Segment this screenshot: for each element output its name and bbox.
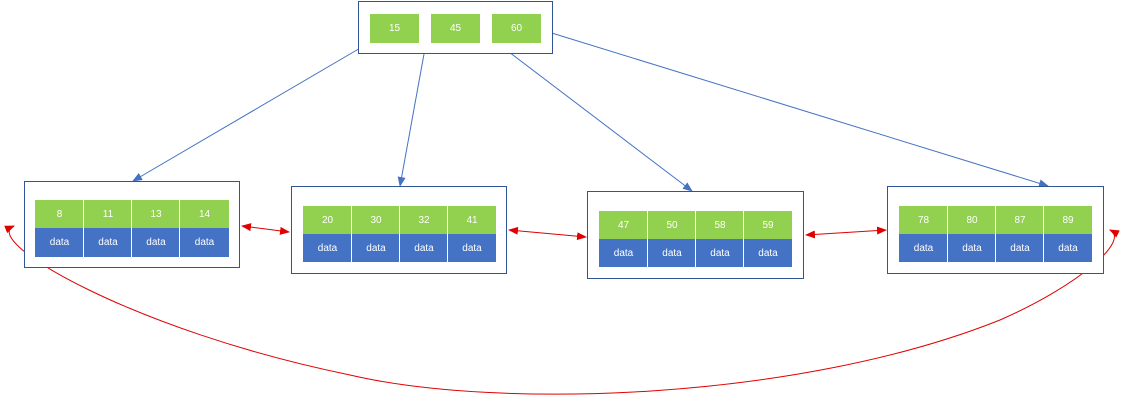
leaf-key: 58 bbox=[695, 211, 744, 239]
leaf-data: data bbox=[599, 239, 648, 267]
root-key: 45 bbox=[431, 14, 480, 43]
leaf-key: 14 bbox=[179, 200, 229, 228]
leaf-key: 80 bbox=[947, 206, 996, 234]
leaf-data: data bbox=[131, 228, 180, 257]
leaf-data: data bbox=[947, 234, 996, 262]
leaf-key: 30 bbox=[351, 206, 400, 234]
leaf-node-4: 78 80 87 89 data data data data bbox=[887, 186, 1104, 274]
leaf-key: 87 bbox=[995, 206, 1044, 234]
leaf-key: 13 bbox=[131, 200, 180, 228]
leaf-key: 8 bbox=[35, 200, 84, 228]
leaf-data: data bbox=[83, 228, 132, 257]
leaf-link-wraparound bbox=[4, 225, 1120, 395]
leaf-data: data bbox=[399, 234, 448, 262]
leaf-data: data bbox=[179, 228, 229, 257]
root-node: 15 45 60 bbox=[358, 1, 553, 54]
root-key: 60 bbox=[492, 14, 541, 43]
leaf-key: 32 bbox=[399, 206, 448, 234]
leaf-key: 20 bbox=[303, 206, 352, 234]
leaf-link-2-3 bbox=[508, 226, 587, 241]
leaf-data: data bbox=[351, 234, 400, 262]
leaf-data: data bbox=[743, 239, 792, 267]
leaf-key: 41 bbox=[447, 206, 496, 234]
pointer-arrow-2 bbox=[397, 31, 429, 187]
leaf-data: data bbox=[303, 234, 352, 262]
leaf-data: data bbox=[695, 239, 744, 267]
root-key: 15 bbox=[370, 14, 419, 43]
leaf-key: 11 bbox=[83, 200, 132, 228]
pointer-arrow-1 bbox=[132, 46, 363, 182]
leaf-key: 59 bbox=[743, 211, 792, 239]
pointer-arrow-3 bbox=[479, 29, 693, 192]
leaf-data: data bbox=[647, 239, 696, 267]
leaf-key: 78 bbox=[899, 206, 948, 234]
leaf-data: data bbox=[35, 228, 84, 257]
leaf-key: 89 bbox=[1043, 206, 1092, 234]
leaf-data: data bbox=[1043, 234, 1092, 262]
leaf-key: 50 bbox=[647, 211, 696, 239]
leaf-data: data bbox=[899, 234, 948, 262]
leaf-data: data bbox=[995, 234, 1044, 262]
leaf-node-3: 47 50 58 59 data data data data bbox=[587, 191, 804, 279]
leaf-link-1-2 bbox=[241, 223, 290, 235]
leaf-data: data bbox=[447, 234, 496, 262]
leaf-node-1: 8 11 13 14 data data data data bbox=[24, 181, 240, 268]
leaf-node-2: 20 30 32 41 data data data data bbox=[291, 186, 507, 274]
leaf-key: 47 bbox=[599, 211, 648, 239]
pointer-arrow-4 bbox=[541, 29, 1049, 188]
leaf-link-3-4 bbox=[805, 226, 887, 239]
